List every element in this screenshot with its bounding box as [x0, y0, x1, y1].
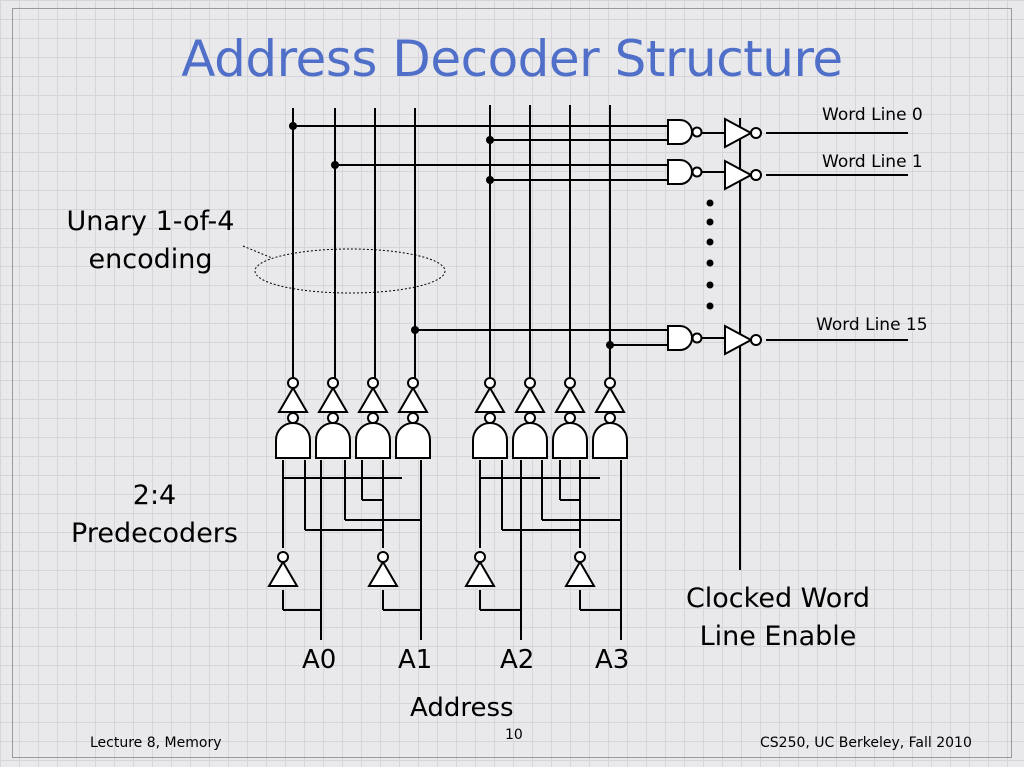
address-inverters	[268, 551, 595, 587]
unary-leader-line	[242, 245, 273, 259]
footer-left: Lecture 8, Memory	[90, 735, 222, 751]
ellipsis-dots	[706, 199, 714, 310]
slide-frame	[12, 8, 1012, 758]
predecoder-wiring	[282, 460, 622, 640]
address-a0-label: A0	[302, 645, 337, 675]
predecoder-inverters	[278, 377, 625, 413]
page-number: 10	[505, 727, 523, 743]
row-gates	[667, 119, 703, 351]
word-line-1-label: Word Line 1	[822, 152, 923, 172]
address-a3-label: A3	[595, 645, 630, 675]
row-select-lines	[293, 125, 668, 346]
word-line-0-label: Word Line 0	[822, 105, 923, 125]
footer-right: CS250, UC Berkeley, Fall 2010	[760, 735, 972, 751]
predecoder-nands	[275, 412, 628, 459]
gate-output-wires	[702, 132, 908, 341]
predecoders-label: 2:4 Predecoders	[71, 480, 238, 549]
clock-enable-label: Clocked Word Line Enable	[685, 583, 871, 652]
address-a2-label: A2	[500, 645, 535, 675]
unary-encoding-ellipse	[254, 248, 446, 294]
word-line-drivers	[724, 118, 762, 355]
word-line-15-label: Word Line 15	[816, 315, 928, 335]
junction-dots	[289, 122, 614, 349]
unary-encoding-label: Unary 1-of-4 encoding	[66, 206, 235, 275]
address-label: Address	[410, 693, 514, 723]
slide-title: Address Decoder Structure	[181, 30, 843, 88]
address-a1-label: A1	[398, 645, 433, 675]
predecoded-lines	[292, 105, 611, 380]
